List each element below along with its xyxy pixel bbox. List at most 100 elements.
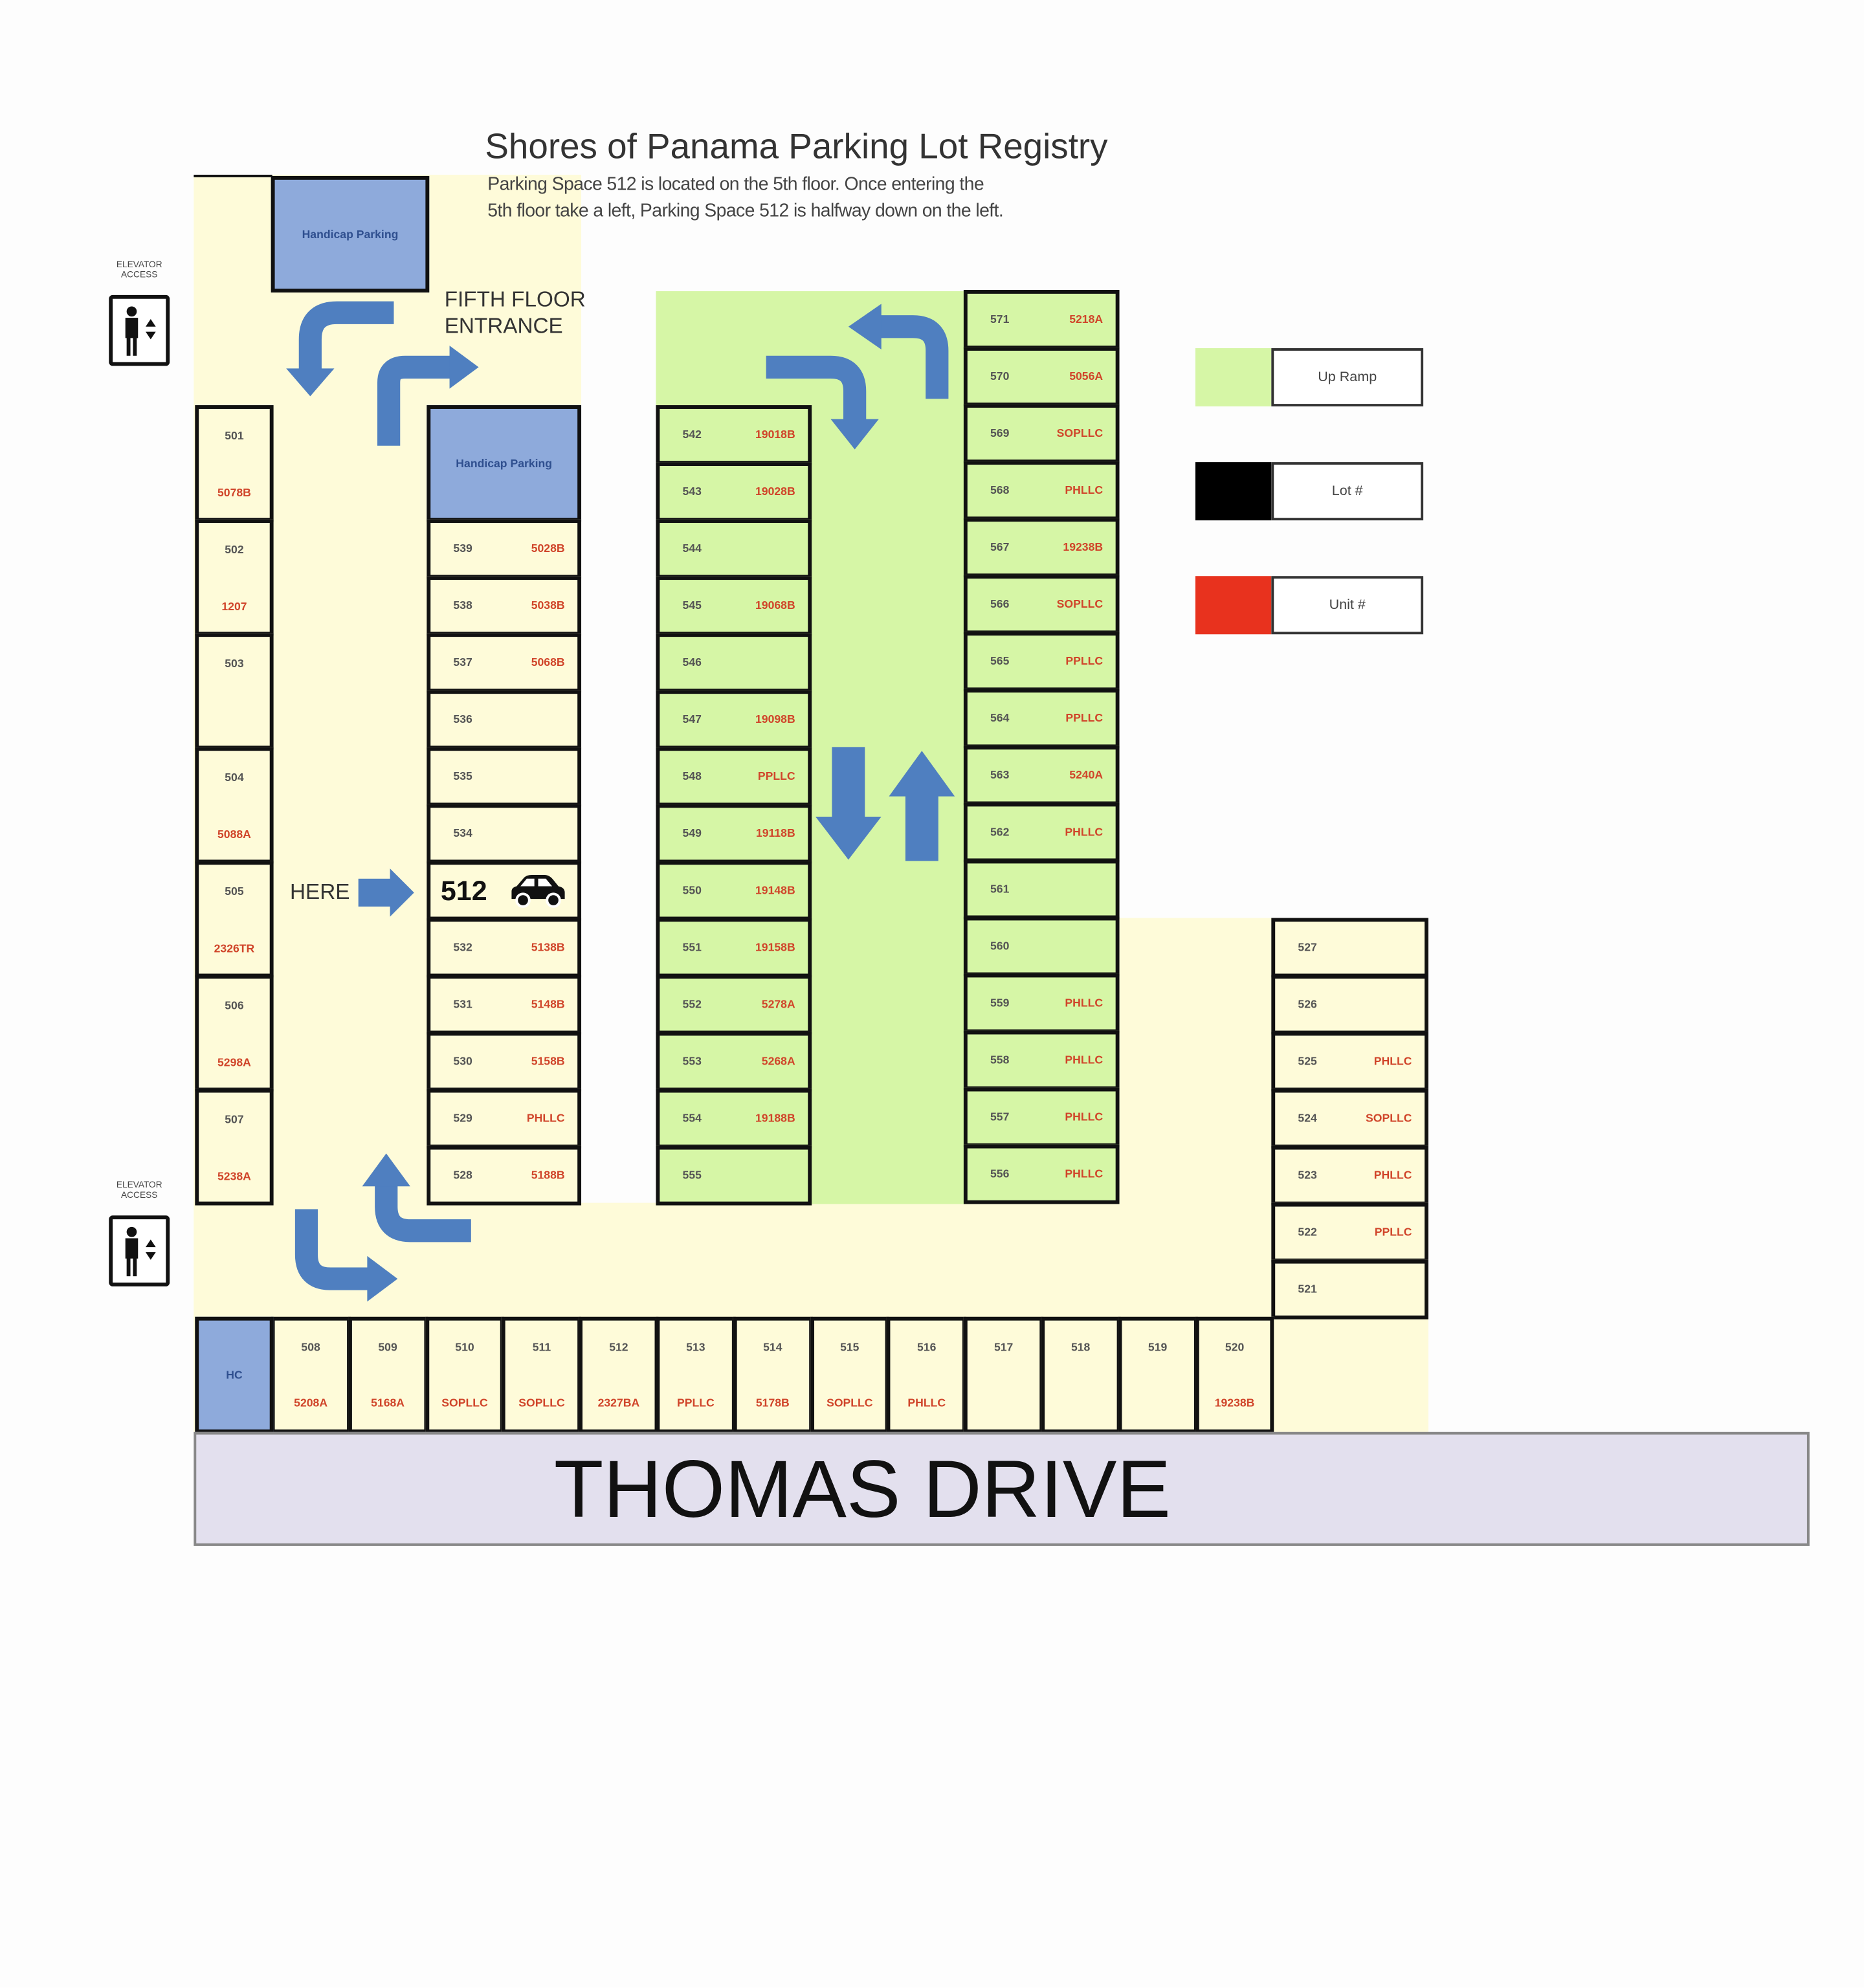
lot-number: 564 bbox=[990, 711, 1010, 725]
unit-number: 5168A bbox=[371, 1397, 405, 1409]
lot-number: 502 bbox=[225, 543, 244, 556]
lot-number: 524 bbox=[1298, 1111, 1317, 1125]
lot-number: 510 bbox=[455, 1340, 474, 1354]
parking-space: 555 bbox=[656, 1145, 812, 1206]
lot-number: 528 bbox=[453, 1168, 472, 1182]
lot-number: 553 bbox=[682, 1054, 702, 1068]
unit-number: PHLLC bbox=[1065, 483, 1104, 496]
lot-number: 530 bbox=[453, 1054, 472, 1068]
lot-number: 537 bbox=[453, 656, 472, 669]
lot-number: 517 bbox=[993, 1340, 1014, 1354]
parking-space: 534 bbox=[427, 804, 582, 864]
legend-label: Up Ramp bbox=[1271, 348, 1424, 407]
lot-number: 547 bbox=[682, 712, 702, 726]
lot-number: 511 bbox=[532, 1340, 551, 1354]
parking-space: 507 5238A bbox=[195, 1088, 274, 1206]
unit-number: SOPLLC bbox=[1056, 597, 1104, 611]
unit-number: 5078B bbox=[217, 486, 251, 499]
subtitle-line-2: 5th floor take a left, Parking Space 512… bbox=[487, 201, 1004, 222]
lot-number: 527 bbox=[1298, 940, 1317, 954]
parking-space: 553 5268A bbox=[656, 1032, 812, 1092]
unit-number: PHLLC bbox=[1065, 1167, 1104, 1180]
lot-number: 554 bbox=[682, 1111, 702, 1125]
lot-number: 569 bbox=[990, 426, 1010, 439]
lot-number: 539 bbox=[453, 542, 472, 555]
unit-number: 5278A bbox=[761, 997, 795, 1011]
unit-number: PHLLC bbox=[1065, 996, 1104, 1010]
legend-label: Unit # bbox=[1271, 576, 1424, 635]
lot-number: 509 bbox=[378, 1340, 397, 1354]
unit-number: 1207 bbox=[221, 600, 247, 613]
elevator-label-line-1: ELEVATOR bbox=[116, 261, 162, 270]
unit-number: 2326TR bbox=[214, 942, 255, 955]
here-label: HERE bbox=[290, 879, 350, 904]
parking-space: 521 bbox=[1271, 1259, 1428, 1320]
lot-number: 513 bbox=[686, 1340, 705, 1354]
lot-number: 555 bbox=[682, 1168, 702, 1182]
handicap-parking-col2: Handicap Parking bbox=[427, 405, 582, 522]
lot-number: 552 bbox=[682, 997, 702, 1011]
unit-number: PHLLC bbox=[1065, 1110, 1104, 1123]
unit-number: SOPLLC bbox=[441, 1397, 488, 1409]
unit-number: 5158B bbox=[531, 1054, 565, 1068]
lot-number: 532 bbox=[453, 940, 472, 954]
unit-number: 19098B bbox=[755, 712, 795, 726]
unit-number: 5028B bbox=[531, 542, 565, 555]
unit-number: 19188B bbox=[755, 1111, 795, 1125]
parking-space: 568 PHLLC bbox=[963, 461, 1120, 521]
lot-number: 563 bbox=[990, 768, 1010, 782]
elevator-label-line-2: ACCESS bbox=[121, 271, 158, 280]
lot-number: 558 bbox=[990, 1053, 1010, 1066]
unit-number: 19238B bbox=[1214, 1397, 1255, 1409]
lot-number: 567 bbox=[990, 540, 1010, 553]
unit-number: 5238A bbox=[217, 1169, 251, 1183]
arrow-down-icon bbox=[832, 747, 865, 818]
unit-number: 5208A bbox=[294, 1397, 328, 1409]
unit-number: 5298A bbox=[217, 1055, 251, 1069]
parking-space: 544 bbox=[656, 519, 812, 579]
lot-number: 519 bbox=[1148, 1340, 1168, 1354]
lot-number: 551 bbox=[682, 940, 702, 954]
elevator-icon bbox=[109, 294, 170, 366]
lot-number: 571 bbox=[990, 313, 1010, 326]
unit-number: PPLLC bbox=[1065, 654, 1104, 668]
lot-number: 548 bbox=[682, 769, 702, 783]
thomas-drive-road: THOMAS DRIVE bbox=[194, 1431, 1810, 1546]
wall-line bbox=[194, 174, 272, 177]
unit-number: PPLLC bbox=[757, 769, 795, 783]
lot-number: 542 bbox=[682, 428, 702, 441]
parking-space: 547 19098B bbox=[656, 690, 812, 750]
arrow-left-up-icon bbox=[375, 1185, 471, 1242]
lot-number: 534 bbox=[453, 826, 472, 840]
unit-number: 19028B bbox=[755, 485, 795, 498]
unit-number: PPLLC bbox=[1065, 711, 1104, 725]
lot-number: 507 bbox=[225, 1112, 244, 1126]
elevator-label-top: ELEVATOR ACCESS bbox=[102, 261, 177, 281]
car-icon bbox=[507, 874, 568, 912]
unit-number: 5268A bbox=[761, 1054, 795, 1068]
unit-number: 5138B bbox=[531, 940, 565, 954]
lot-number: 560 bbox=[990, 939, 1010, 953]
lot-number: 503 bbox=[225, 657, 244, 670]
unit-number: PHLLC bbox=[1373, 1054, 1412, 1068]
lot-number: 538 bbox=[453, 599, 472, 612]
lot-number: 549 bbox=[682, 826, 702, 840]
handicap-parking-top: Handicap Parking bbox=[271, 175, 430, 293]
lot-number: 508 bbox=[301, 1340, 320, 1354]
unit-number: SOPLLC bbox=[518, 1397, 565, 1409]
lot-number: 544 bbox=[682, 542, 702, 555]
lot-number: 568 bbox=[990, 483, 1010, 496]
unit-number: PHLLC bbox=[907, 1397, 946, 1409]
lot-number: 512 bbox=[609, 1340, 628, 1354]
